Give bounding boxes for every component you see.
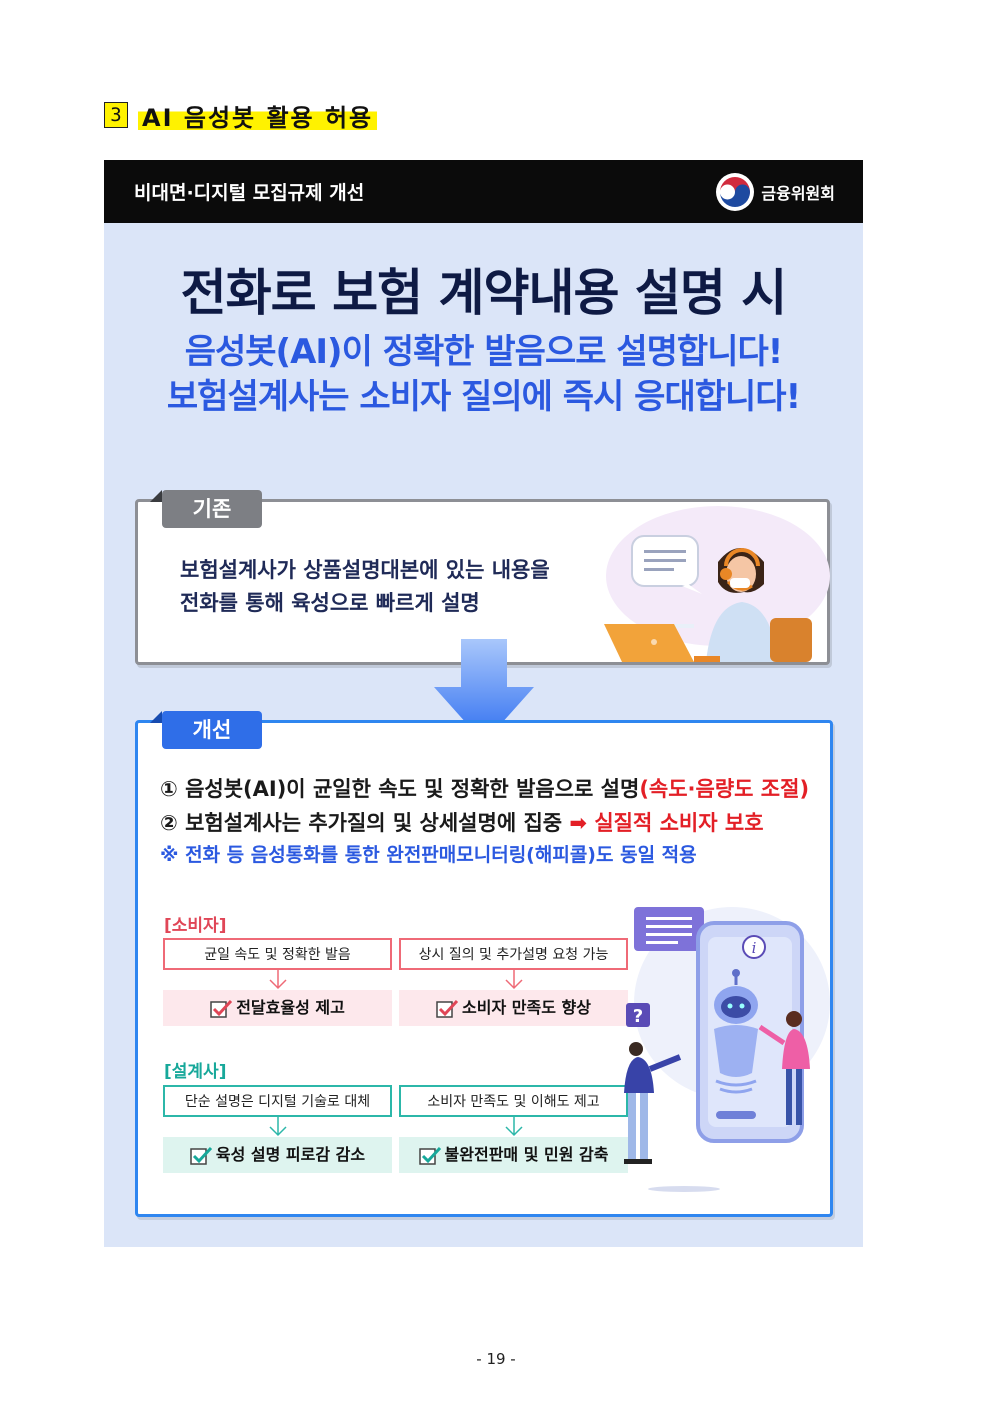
consumer-label: [소비자] (164, 916, 227, 936)
consumer-result: 소비자 만족도 향상 (399, 990, 628, 1026)
headline-sub-2: 보험설계사는 소비자 질의에 즉시 응대합니다! (166, 377, 801, 418)
existing-line-1: 보험설계사가 상품설명대본에 있는 내용을 (180, 558, 550, 582)
section-number: 3 (104, 102, 128, 128)
fsc-logo: 금융위원회 (715, 172, 835, 212)
improvement-box: 개선 ① 음성봇(AI)이 균일한 속도 및 정확한 발음으로 설명(속도·음량… (135, 711, 833, 1217)
existing-description: 보험설계사가 상품설명대본에 있는 내용을 전화를 통해 육성으로 빠르게 설명 (180, 554, 550, 619)
down-arrow-icon (269, 1117, 287, 1137)
check-icon (418, 1146, 441, 1165)
planner-result-text: 육성 설명 피로감 감소 (215, 1145, 366, 1164)
down-arrow-icon (505, 1117, 523, 1137)
consumer-benefit-pill: 상시 질의 및 추가설명 요청 가능 (399, 938, 628, 970)
consumer-result: 전달효율성 제고 (163, 990, 392, 1026)
existing-line-2: 전화를 통해 육성으로 빠르게 설명 (180, 590, 480, 615)
ai-voicebot-illustration: i ? (624, 907, 830, 1192)
question-icon: ? (626, 1003, 650, 1027)
section-heading: 3 AI 음성봇 활용 허용 (104, 97, 378, 133)
right-arrow-icon: ➡ (569, 810, 588, 835)
improvement-details: ① 음성봇(AI)이 균일한 속도 및 정확한 발음으로 설명(속도·음량도 조… (160, 773, 809, 871)
card-header-title: 비대면·디지털 모집규제 개선 (134, 182, 365, 204)
check-icon (190, 1146, 212, 1165)
planner-label: [설계사] (164, 1062, 227, 1082)
chat-bubble-icon (634, 907, 704, 951)
planner-benefit-pill: 단순 설명은 디지털 기술로 대체 (163, 1085, 392, 1117)
section-title: AI 음성봇 활용 허용 (138, 97, 378, 133)
existing-box: 기존 보험설계사가 상품설명대본에 있는 내용을 전화를 통해 육성으로 빠르게… (135, 490, 830, 665)
check-icon (436, 999, 459, 1018)
check-icon (210, 999, 233, 1018)
logo-text: 금융위원회 (761, 183, 835, 203)
chat-bubble-icon (631, 535, 702, 594)
item-2-text: ② 보험설계사는 추가질의 및 상세설명에 집중 (160, 810, 563, 835)
call-center-agent-illustration (604, 506, 830, 662)
consumer-benefit-pill: 균일 속도 및 정확한 발음 (163, 938, 392, 970)
existing-tag: 기존 (150, 490, 262, 528)
improvement-note: ※ 전화 등 음성통화를 통한 완전판매모니터링(해피콜)도 동일 적용 (160, 844, 697, 867)
headline-main: 전화로 보험 계약내용 설명 시 (180, 264, 788, 322)
planner-benefit-pill: 소비자 만족도 및 이해도 제고 (399, 1085, 628, 1117)
government-logo-icon (716, 172, 755, 211)
consumer-result-text: 소비자 만족도 향상 (462, 998, 591, 1017)
improvement-item-2: ② 보험설계사는 추가질의 및 상세설명에 집중 ➡ 실질적 소비자 보호 (160, 807, 809, 841)
down-arrow-icon (505, 970, 523, 990)
planner-result: 불완전판매 및 민원 감축 (399, 1137, 628, 1173)
svg-text:?: ? (633, 1006, 643, 1027)
item-1-highlight: (속도·음량도 조절) (639, 777, 810, 801)
card-header: 비대면·디지털 모집규제 개선 금융위원회 (104, 160, 863, 223)
down-arrow-icon (269, 970, 287, 990)
improvement-tag: 개선 (150, 711, 262, 749)
headline-sub-1: 음성봇(AI)이 정확한 발음으로 설명합니다! (184, 332, 784, 372)
planner-result: 육성 설명 피로감 감소 (163, 1137, 392, 1173)
infographic-card: 비대면·디지털 모집규제 개선 금융위원회 전화로 보험 계약내용 설명 시 음… (104, 160, 863, 1247)
item-2-highlight: 실질적 소비자 보호 (594, 810, 764, 835)
planner-result-text: 불완전판매 및 민원 감축 (444, 1145, 609, 1164)
improvement-item-1: ① 음성봇(AI)이 균일한 속도 및 정확한 발음으로 설명(속도·음량도 조… (160, 773, 809, 807)
down-arrow-icon (434, 639, 534, 743)
page-number: - 19 - (476, 1350, 516, 1368)
item-1-text: ① 음성봇(AI)이 균일한 속도 및 정확한 발음으로 설명 (160, 777, 640, 801)
info-icon: i (742, 935, 766, 959)
consumer-result-text: 전달효율성 제고 (236, 998, 345, 1017)
svg-text:i: i (752, 939, 757, 957)
